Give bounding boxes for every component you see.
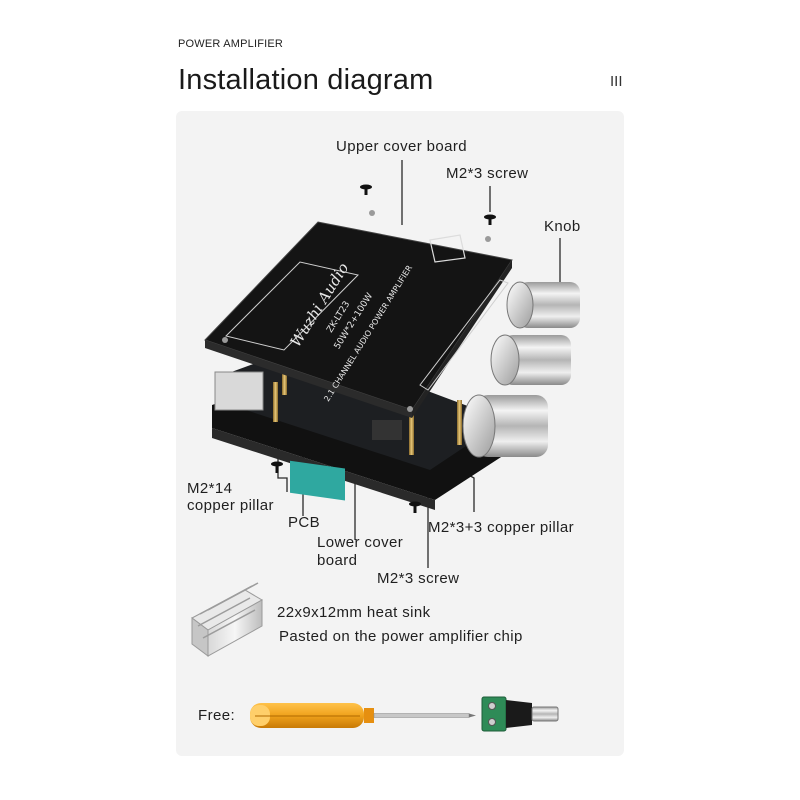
heat-sink-spec: 22x9x12mm heat sink <box>277 604 431 621</box>
free-label: Free: <box>198 707 236 724</box>
page-mark: III <box>610 73 623 90</box>
screw-bottom-left <box>271 461 283 473</box>
mount-holes <box>222 210 491 412</box>
knob-2 <box>490 334 571 386</box>
screw-top-left <box>360 184 372 195</box>
heat-sink-image <box>191 582 264 657</box>
label-upper-cover-board: Upper cover board <box>336 138 468 155</box>
screw-bottom-right <box>409 501 421 513</box>
page-title: Installation diagram <box>178 64 434 96</box>
label-knob: Knob <box>544 218 581 235</box>
pcb-board <box>215 345 505 470</box>
usb-port <box>214 371 264 411</box>
knob-1 <box>506 281 580 329</box>
copper-pillars <box>273 360 462 455</box>
label-screw-top: M2*3 screw <box>446 165 529 182</box>
label-pcb: PCB <box>288 514 321 531</box>
heat-sink-note: Pasted on the power amplifier chip <box>279 628 523 645</box>
label-pillar-33: M2*3+3 copper pillar <box>428 519 574 536</box>
section-kicker: POWER AMPLIFIER <box>178 38 284 50</box>
screws <box>271 184 496 513</box>
screw-top-right <box>484 214 496 225</box>
screwdriver-image <box>250 703 476 728</box>
label-screw-bottom: M2*3 screw <box>377 570 460 587</box>
knob-3 <box>462 394 548 458</box>
label-pillar-14-line1: M2*14 <box>187 480 233 497</box>
bluetooth-module <box>290 460 345 501</box>
label-pillar-14-line2: copper pillar <box>187 497 274 514</box>
knob-group <box>462 281 580 458</box>
dc-connector-image <box>481 696 559 732</box>
label-lower-cover-line1: Lower cover <box>317 534 404 551</box>
label-lower-cover-line2: board <box>317 552 358 569</box>
pcb-chip <box>372 420 402 440</box>
